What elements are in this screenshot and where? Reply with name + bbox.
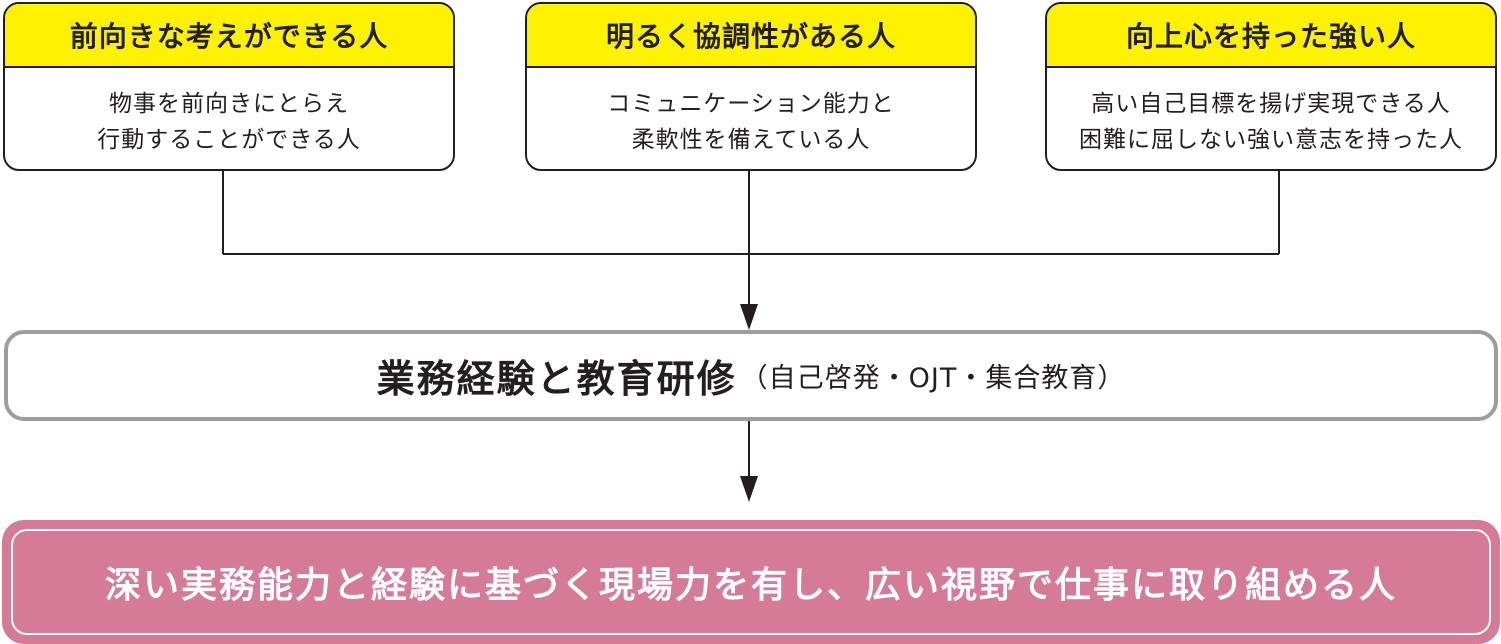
trait-description: 高い自己目標を揚げ実現できる人 困難に屈しない強い意志を持った人 — [1047, 68, 1495, 158]
trait-title: 明るく協調性がある人 — [527, 4, 975, 68]
trait-title: 前向きな考えができる人 — [5, 4, 453, 68]
trait-description-line: コミュニケーション能力と — [607, 91, 895, 117]
training-subtitle: （自己啓発・OJT・集合教育） — [740, 363, 1126, 394]
trait-description-line: 柔軟性を備えている人 — [631, 127, 871, 153]
trait-card-positive: 前向きな考えができる人 物事を前向きにとらえ 行動することができる人 — [3, 2, 455, 171]
goal-box: 深い実務能力と経験に基づく現場力を有し、広い視野で仕事に取り組める人 — [2, 520, 1500, 644]
training-title: 業務経験と教育研修 — [376, 357, 737, 401]
arrow-head-upper — [740, 304, 758, 330]
trait-description-line: 物事を前向きにとらえ — [109, 91, 349, 117]
trait-title: 向上心を持った強い人 — [1047, 4, 1495, 68]
trait-description: 物事を前向きにとらえ 行動することができる人 — [5, 68, 453, 158]
trait-description-line: 高い自己目標を揚げ実現できる人 — [1091, 91, 1451, 117]
goal-text: 深い実務能力と経験に基づく現場力を有し、広い視野で仕事に取り組める人 — [11, 529, 1491, 635]
trait-card-ambitious: 向上心を持った強い人 高い自己目標を揚げ実現できる人 困難に屈しない強い意志を持… — [1045, 2, 1497, 171]
trait-description-line: 困難に屈しない強い意志を持った人 — [1079, 127, 1463, 153]
trait-description-line: 行動することができる人 — [97, 127, 361, 153]
trait-description: コミュニケーション能力と 柔軟性を備えている人 — [527, 68, 975, 158]
arrow-head-lower — [740, 476, 758, 502]
trait-card-cooperative: 明るく協調性がある人 コミュニケーション能力と 柔軟性を備えている人 — [525, 2, 977, 171]
training-box: 業務経験と教育研修（自己啓発・OJT・集合教育） — [4, 330, 1498, 421]
